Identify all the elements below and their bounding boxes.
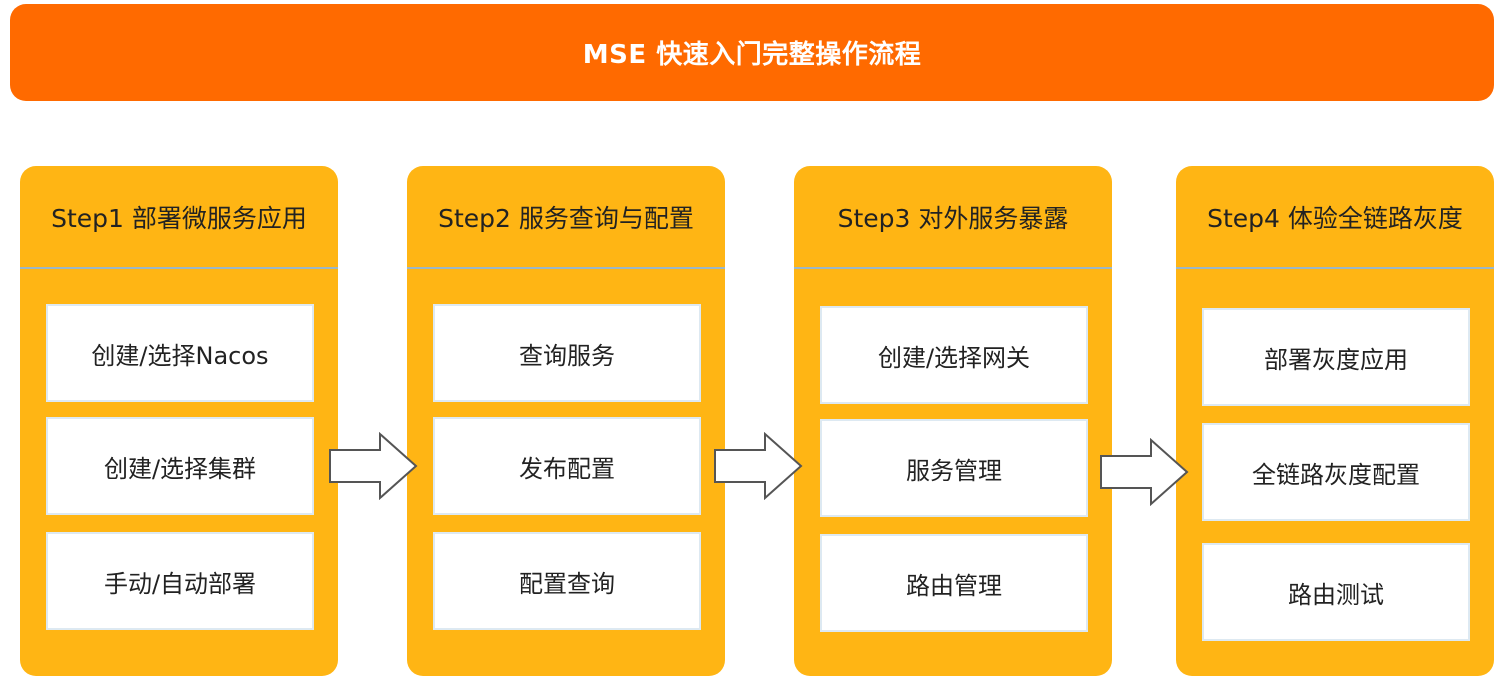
page-title: MSE 快速入门完整操作流程 — [582, 40, 922, 70]
step-4-panel: Step4 体验全链路灰度 部署灰度应用 全链路灰度配置 路由测试 — [1176, 166, 1494, 676]
right-arrow-icon — [1100, 438, 1189, 506]
right-arrow-icon — [714, 432, 803, 500]
step-3-divider — [794, 267, 1112, 269]
step-4-item-2: 全链路灰度配置 — [1202, 423, 1470, 521]
title-banner: MSE 快速入门完整操作流程 — [10, 4, 1494, 101]
step-1-divider — [20, 267, 338, 269]
step-4-item-3: 路由测试 — [1202, 543, 1470, 641]
step-2-panel: Step2 服务查询与配置 查询服务 发布配置 配置查询 — [407, 166, 725, 676]
step-2-item-2: 发布配置 — [433, 417, 701, 515]
step-4-header: Step4 体验全链路灰度 — [1207, 204, 1463, 233]
step-1-header: Step1 部署微服务应用 — [51, 204, 307, 233]
step-3-item-3: 路由管理 — [820, 534, 1088, 632]
step-3-item-1: 创建/选择网关 — [820, 306, 1088, 404]
right-arrow-icon — [329, 432, 418, 500]
step-2-item-1: 查询服务 — [433, 304, 701, 402]
step-3-panel: Step3 对外服务暴露 创建/选择网关 服务管理 路由管理 — [794, 166, 1112, 676]
step-4-item-1: 部署灰度应用 — [1202, 308, 1470, 406]
step-4-divider — [1176, 267, 1494, 269]
step-2-header: Step2 服务查询与配置 — [438, 204, 694, 233]
step-3-item-2: 服务管理 — [820, 419, 1088, 517]
step-1-item-2: 创建/选择集群 — [46, 417, 314, 515]
step-2-item-3: 配置查询 — [433, 532, 701, 630]
step-1-item-3: 手动/自动部署 — [46, 532, 314, 630]
step-1-panel: Step1 部署微服务应用 创建/选择Nacos 创建/选择集群 手动/自动部署 — [20, 166, 338, 676]
step-1-item-1: 创建/选择Nacos — [46, 304, 314, 402]
step-3-header: Step3 对外服务暴露 — [837, 204, 1069, 233]
step-2-divider — [407, 267, 725, 269]
